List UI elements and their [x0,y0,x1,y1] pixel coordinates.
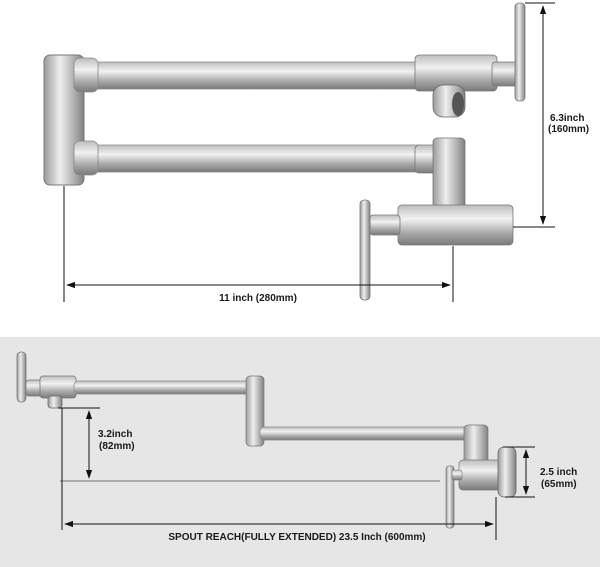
reach-dimension [61,408,497,540]
extended-valve-body [458,459,502,491]
extended-elbow-1 [245,375,265,447]
width-label: 11 inch (280mm) [219,293,297,304]
extended-valve-handle [445,465,455,529]
lower-handle [359,199,371,301]
height-label-line2: (160mm) [548,124,589,135]
spout-head [39,375,77,399]
height-dimension [513,2,555,228]
upper-handle [514,2,526,102]
spout-handle [16,351,27,403]
extended-arm-2 [259,426,471,441]
wall-flange [497,446,517,498]
extended-arm-1 [73,380,253,395]
top-panel: 6.3inch (160mm) 11 inch (280mm) [43,2,589,304]
bottom-panel: 3.2inch (82mm) 2.5 inch (65mm) SPOUT REA… [0,337,600,567]
offset-dimension [503,446,535,498]
reach-label: SPOUT REACH(FULLY EXTENDED) 23.5 Inch (6… [168,532,425,543]
offset-label-line2: (65mm) [541,479,577,490]
upper-arm [79,61,426,90]
lower-arm [79,144,426,173]
drop-label-line2: (82mm) [99,441,135,452]
drop-label-line1: 3.2inch [98,429,132,440]
width-dimension [63,186,454,302]
height-label-line1: 6.3inch [550,113,584,124]
drop-dimension [58,407,440,482]
valve-body [397,204,514,246]
offset-label-line1: 2.5 inch [540,467,577,478]
